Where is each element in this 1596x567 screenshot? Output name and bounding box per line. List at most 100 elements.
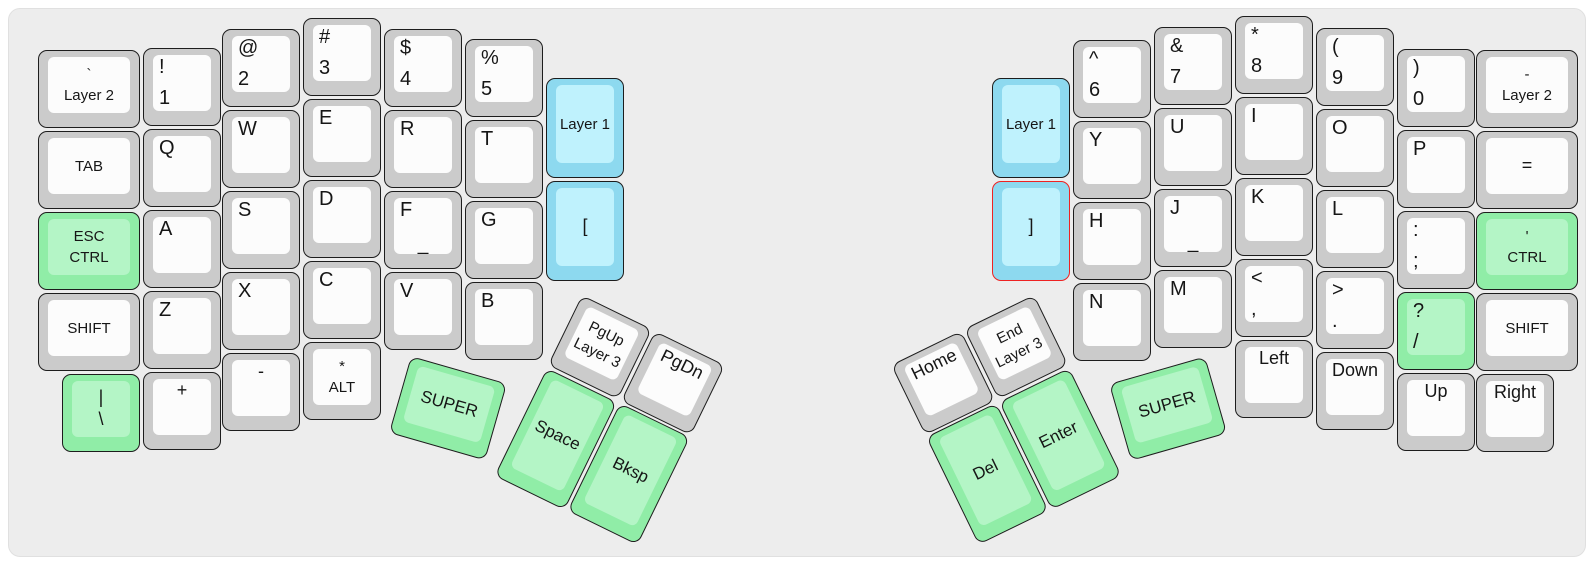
keycap-face: [: [556, 188, 614, 266]
key-j[interactable]: J_: [1154, 189, 1232, 267]
key-label: C: [319, 269, 334, 291]
keycap-face: ]: [1002, 188, 1060, 266]
key-percent-5[interactable]: %5: [465, 39, 543, 117]
keycap-face: +: [153, 379, 211, 435]
key-rbracket[interactable]: ]: [992, 181, 1070, 281]
key-equals[interactable]: =: [1476, 131, 1578, 209]
key-label-group: `Layer 2: [48, 57, 130, 113]
key-star-alt[interactable]: *ALT: [303, 342, 381, 420]
key-label: Del: [969, 455, 1002, 485]
key-label: =: [1521, 155, 1533, 176]
key-layer1-right[interactable]: Layer 1: [992, 78, 1070, 178]
key-plus[interactable]: +: [143, 372, 221, 450]
keycap-face: @2: [232, 36, 290, 92]
key-r[interactable]: R: [384, 110, 462, 188]
key-hash-3[interactable]: #3: [303, 18, 381, 96]
key-e[interactable]: E: [303, 99, 381, 177]
key-a[interactable]: A: [143, 210, 221, 288]
key-x[interactable]: X: [222, 272, 300, 350]
key-lt-comma[interactable]: <,: [1235, 259, 1313, 337]
key-label: M: [1170, 278, 1187, 300]
key-backtick-layer2[interactable]: `Layer 2: [38, 50, 140, 128]
key-arrow-up[interactable]: Up: [1397, 373, 1475, 451]
key-g[interactable]: G: [465, 201, 543, 279]
key-t[interactable]: T: [465, 120, 543, 198]
keycap-face: %5: [475, 46, 533, 102]
key-pipe-backslash[interactable]: |\: [62, 374, 140, 452]
keycap-face: W: [232, 117, 290, 173]
key-q[interactable]: Q: [143, 129, 221, 207]
keycap-face: :;: [1407, 218, 1465, 274]
key-w[interactable]: W: [222, 110, 300, 188]
key-i[interactable]: I: [1235, 97, 1313, 175]
keycap-face: S: [232, 198, 290, 254]
key-star-8[interactable]: *8: [1235, 16, 1313, 94]
key-super-right[interactable]: SUPER: [1109, 356, 1228, 461]
keycap-face: `Layer 2: [48, 57, 130, 113]
key-minus-layer2[interactable]: -Layer 2: [1476, 50, 1578, 128]
key-label: Layer 2: [1501, 87, 1553, 104]
key-c[interactable]: C: [303, 261, 381, 339]
key-label: @: [238, 37, 259, 59]
key-super-left[interactable]: SUPER: [388, 356, 508, 461]
key-label: SHIFT: [67, 319, 111, 337]
key-b[interactable]: B: [465, 282, 543, 360]
keycap-face: C: [313, 268, 371, 324]
key-label-group: Layer 1: [1002, 85, 1060, 163]
key-arrow-right[interactable]: Right: [1476, 374, 1554, 452]
key-dollar-4[interactable]: $4: [384, 29, 462, 107]
key-label-group: SUPER: [1121, 366, 1214, 444]
key-d[interactable]: D: [303, 180, 381, 258]
key-h[interactable]: H: [1073, 202, 1151, 280]
key-label: |: [98, 387, 104, 408]
key-caret-6[interactable]: ^6: [1073, 40, 1151, 118]
key-tab[interactable]: TAB: [38, 131, 140, 209]
key-s[interactable]: S: [222, 191, 300, 269]
key-quote-ctrl[interactable]: 'CTRL: [1476, 212, 1578, 290]
key-gt-period[interactable]: >.: [1316, 271, 1394, 349]
key-lbracket[interactable]: [: [546, 181, 624, 281]
keycap-face: Left: [1245, 347, 1303, 403]
key-shift-right[interactable]: SHIFT: [1476, 293, 1578, 371]
key-z[interactable]: Z: [143, 291, 221, 369]
key-arrow-left[interactable]: Left: [1235, 340, 1313, 418]
key-label: 2: [238, 68, 250, 90]
key-label: *: [339, 358, 345, 375]
key-label: ESC: [73, 228, 105, 245]
key-n[interactable]: N: [1073, 283, 1151, 361]
keycap-face: U: [1164, 115, 1222, 171]
key-layer1-left[interactable]: Layer 1: [546, 78, 624, 178]
key-shift-left[interactable]: SHIFT: [38, 293, 140, 371]
key-f[interactable]: F_: [384, 191, 462, 269]
key-label: I: [1251, 105, 1257, 127]
key-label-group: *ALT: [313, 349, 371, 405]
key-label-group: |\: [72, 381, 130, 437]
key-label: L: [1332, 198, 1344, 220]
key-u[interactable]: U: [1154, 108, 1232, 186]
key-at-2[interactable]: @2: [222, 29, 300, 107]
key-exclam-1[interactable]: !1: [143, 48, 221, 126]
key-l[interactable]: L: [1316, 190, 1394, 268]
key-k[interactable]: K: [1235, 178, 1313, 256]
keycap-face: L: [1326, 197, 1384, 253]
keycap-face: Down: [1326, 359, 1384, 415]
key-paren-9[interactable]: (9: [1316, 28, 1394, 106]
key-o[interactable]: O: [1316, 109, 1394, 187]
key-colon-semi[interactable]: :;: [1397, 211, 1475, 289]
keycap-face: 'CTRL: [1486, 219, 1568, 275]
key-m[interactable]: M: [1154, 270, 1232, 348]
keycap-face: *ALT: [313, 349, 371, 405]
key-label-group: SHIFT: [48, 300, 130, 356]
key-p[interactable]: P: [1397, 130, 1475, 208]
key-label: Up: [1424, 381, 1448, 401]
keycap-face: P: [1407, 137, 1465, 193]
key-amp-7[interactable]: &7: [1154, 27, 1232, 105]
key-minus[interactable]: -: [222, 353, 300, 431]
key-paren-0[interactable]: )0: [1397, 49, 1475, 127]
key-v[interactable]: V: [384, 272, 462, 350]
key-arrow-down[interactable]: Down: [1316, 352, 1394, 430]
key-question-slash[interactable]: ?/: [1397, 292, 1475, 370]
key-y[interactable]: Y: [1073, 121, 1151, 199]
key-label: &: [1170, 35, 1184, 57]
